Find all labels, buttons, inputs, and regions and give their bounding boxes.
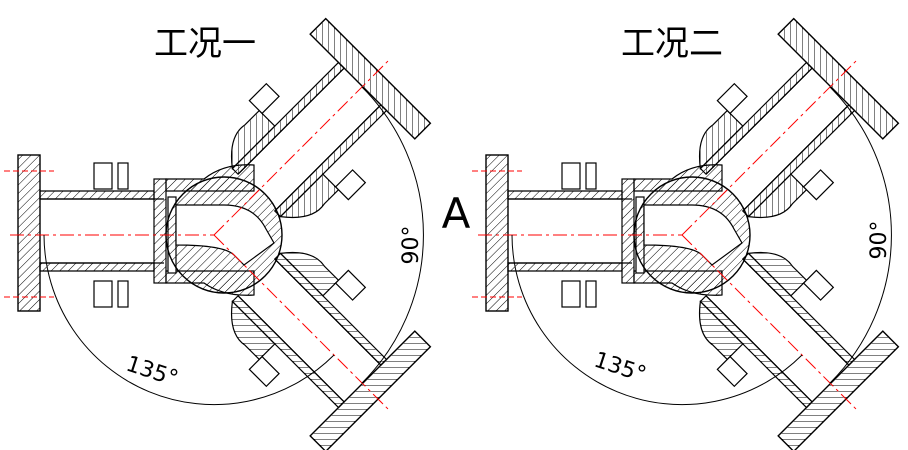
angle-label-135-right: 135° <box>591 348 649 388</box>
view-caption-right: 工况二 <box>621 24 723 64</box>
valve-view-left <box>3 5 444 450</box>
view-caption-left: 工况一 <box>154 24 256 64</box>
valve-view-right <box>471 5 908 450</box>
angle-label-90-right: 90° <box>867 221 892 260</box>
angle-label-90-left: 90° <box>399 226 424 265</box>
angle-label-135-left: 135° <box>123 352 181 392</box>
center-label: A <box>442 189 471 238</box>
